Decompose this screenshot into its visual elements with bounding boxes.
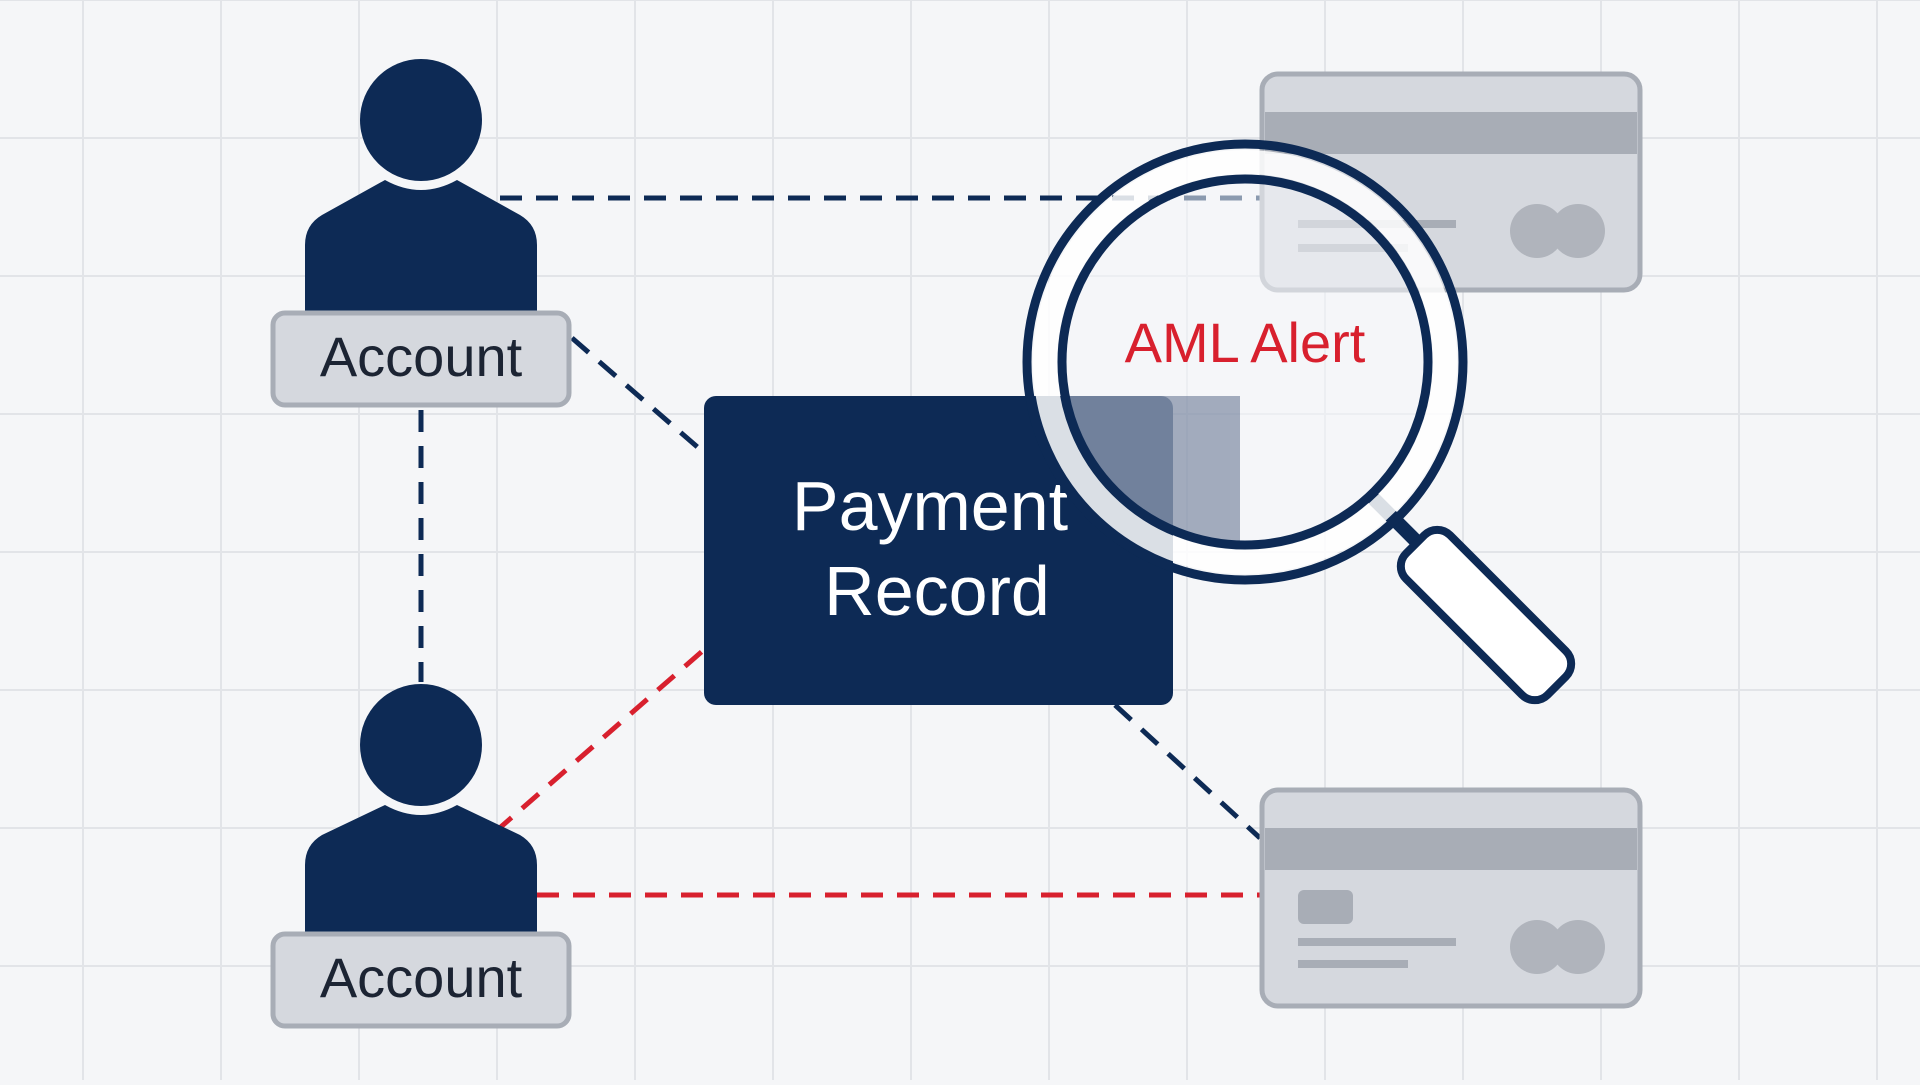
account-node-1: Account: [270, 59, 572, 408]
card-logo-circle: [1551, 920, 1605, 974]
aml-alert-label: AML Alert: [1125, 311, 1366, 374]
account-node-2: Account: [270, 684, 572, 1029]
magnifying-glass-icon: AML Alert: [1022, 139, 1576, 705]
card-logo-circle: [1510, 204, 1564, 258]
account-label: Account: [320, 325, 523, 388]
card-magnetic-stripe: [1265, 112, 1637, 154]
user-icon-head: [360, 59, 482, 181]
magnifier-rim-inner: [1057, 174, 1433, 550]
user-icon-body: [305, 805, 537, 950]
card-magnetic-stripe: [1265, 828, 1637, 870]
credit-card-2: [1259, 787, 1643, 1009]
user-icon-head: [360, 684, 482, 806]
card-line: [1298, 938, 1456, 946]
card-logo-circle: [1551, 204, 1605, 258]
connections: [418, 195, 1265, 898]
account-label-box: [270, 931, 572, 1029]
magnifier-rim-outer: [1022, 139, 1468, 585]
card-logo-circle: [1510, 920, 1564, 974]
card-chip: [1298, 890, 1353, 924]
link-account2-payment: [493, 646, 708, 834]
link-payment-card2: [1113, 703, 1262, 840]
magnifier-handle: [1368, 493, 1576, 705]
card-line: [1298, 960, 1408, 968]
payment-record-line1: Payment: [792, 467, 1068, 545]
user-icon-body: [305, 180, 537, 330]
account-label: Account: [320, 946, 523, 1009]
payment-record-line2: Record: [824, 552, 1050, 630]
account-label-box: [270, 310, 572, 408]
link-account1-payment: [570, 336, 712, 460]
